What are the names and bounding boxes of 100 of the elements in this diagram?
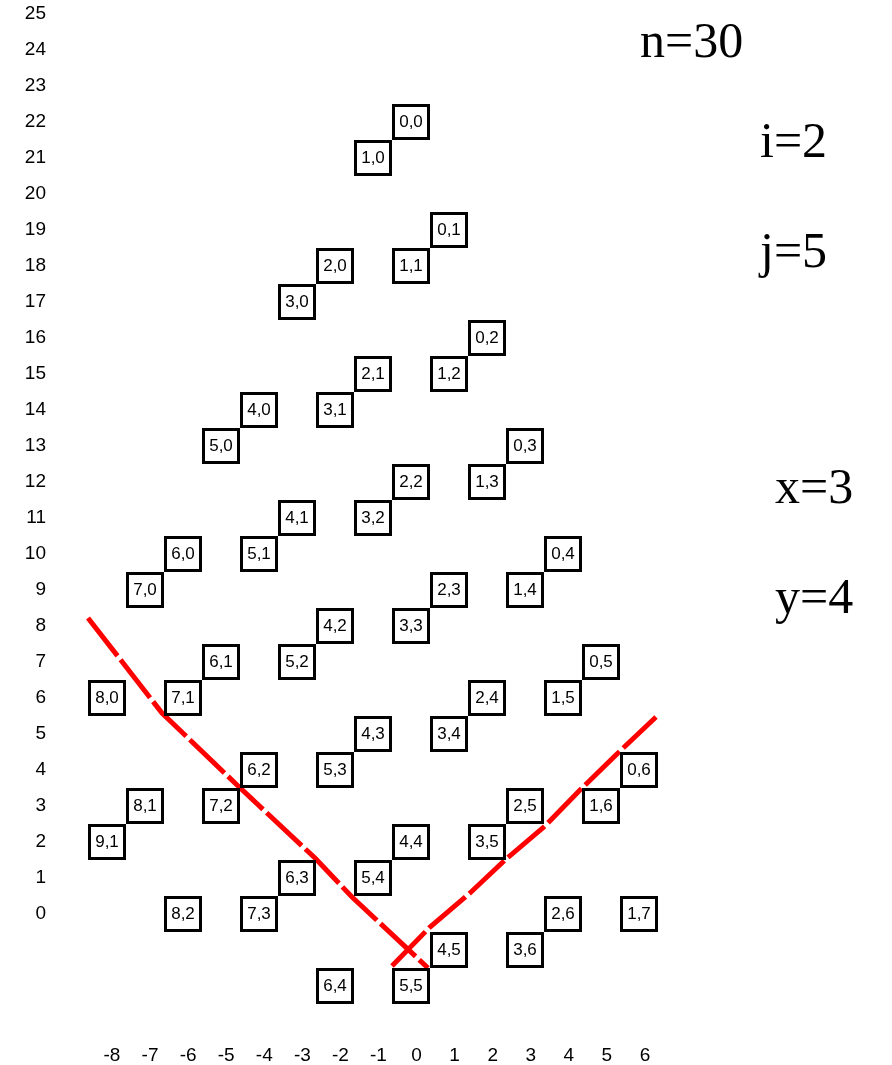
grid-cell-box <box>164 536 202 572</box>
grid-cell-box <box>164 896 202 932</box>
cell-label: 0,6 <box>626 760 652 780</box>
grid-cell-box <box>468 320 506 356</box>
parameter-label: j=5 <box>760 222 828 278</box>
axis-tick-label: 23 <box>24 74 46 96</box>
cell-label: 3,1 <box>322 400 348 420</box>
cell-label: 7,3 <box>246 904 272 924</box>
cell-label: 3,3 <box>398 616 424 636</box>
axis-tick-label: 4 <box>35 758 46 780</box>
cell-label: 5,2 <box>284 652 310 672</box>
axis-tick-label: -4 <box>255 1044 273 1065</box>
cell-label: 0,0 <box>398 112 424 132</box>
grid-cell-box <box>164 680 202 716</box>
cell-label: 5,3 <box>322 760 348 780</box>
cell-label: 8,0 <box>94 688 120 708</box>
grid-cell-box <box>430 572 468 608</box>
cell-label: 6,1 <box>208 652 234 672</box>
grid-cell-box <box>468 680 506 716</box>
cell-label: 1,6 <box>588 796 614 816</box>
axis-tick-label: 6 <box>35 686 46 708</box>
axis-tick-label: 20 <box>24 182 46 204</box>
cell-label: 2,2 <box>398 472 424 492</box>
grid-cell-box <box>316 752 354 788</box>
grid-cell-box <box>278 644 316 680</box>
grid-cell-box <box>354 500 392 536</box>
cell-label: 0,3 <box>512 436 538 456</box>
axis-tick-label: 1 <box>35 866 46 888</box>
parameter-label: y=4 <box>775 568 854 624</box>
axis-tick-label: 14 <box>24 398 46 420</box>
axis-tick-label: 13 <box>24 434 46 456</box>
cell-label: 1,0 <box>360 148 386 168</box>
cell-label: 1,3 <box>474 472 500 492</box>
axis-tick-label: 3 <box>525 1044 537 1065</box>
axis-tick-label: -2 <box>331 1044 349 1065</box>
axis-tick-label: -5 <box>217 1044 235 1065</box>
grid-cell-box <box>392 248 430 284</box>
cell-label: 9,1 <box>94 832 120 852</box>
axis-tick-label: 4 <box>563 1044 575 1065</box>
grid-cell-box <box>392 968 430 1004</box>
cell-label: 3,4 <box>436 724 462 744</box>
cell-label: 7,1 <box>170 688 196 708</box>
grid-cell-box <box>392 464 430 500</box>
cell-label: 3,6 <box>512 940 538 960</box>
grid-cell-box <box>506 788 544 824</box>
grid-cell-box <box>316 248 354 284</box>
grid-cell-box <box>278 860 316 896</box>
cell-label: 2,1 <box>360 364 386 384</box>
axis-tick-label: 15 <box>24 362 46 384</box>
grid-cell-box <box>468 464 506 500</box>
axis-tick-label: 7 <box>35 650 46 672</box>
grid-cell-box <box>240 392 278 428</box>
grid-cell-box <box>620 896 658 932</box>
axis-tick-label: 25 <box>24 2 46 24</box>
axis-tick-label: 8 <box>35 614 46 636</box>
grid-cell-box <box>354 860 392 896</box>
grid-cell-box <box>202 788 240 824</box>
grid-cell-box <box>430 932 468 968</box>
grid-cell-box <box>620 752 658 788</box>
axis-tick-label: 0 <box>411 1044 422 1065</box>
grid-cell-box <box>354 140 392 176</box>
axis-tick-label: -1 <box>370 1044 387 1065</box>
grid-cell-box <box>278 500 316 536</box>
axis-tick-label: 17 <box>24 290 46 312</box>
cell-label: 5,1 <box>246 544 272 564</box>
cell-label: 5,4 <box>360 868 386 888</box>
grid-cell-box <box>316 608 354 644</box>
axis-tick-label: 24 <box>24 38 46 60</box>
cell-label: 4,2 <box>322 616 348 636</box>
cell-label: 2,5 <box>512 796 538 816</box>
grid-cell-box <box>392 608 430 644</box>
grid-cell-box <box>126 788 164 824</box>
axis-tick-label: -7 <box>141 1044 159 1065</box>
grid-cell-box <box>88 680 126 716</box>
parameter-label: n=30 <box>640 12 744 68</box>
axis-tick-label: -6 <box>179 1044 197 1065</box>
parameter-label: x=3 <box>775 458 854 514</box>
cell-label: 0,1 <box>436 220 462 240</box>
axis-tick-label: 11 <box>26 506 46 528</box>
cell-label: 1,5 <box>550 688 576 708</box>
grid-cell-box <box>544 896 582 932</box>
cell-label: 5,5 <box>398 976 424 996</box>
cell-label: 3,2 <box>360 508 386 528</box>
cell-label: 6,3 <box>284 868 310 888</box>
axis-tick-label: 6 <box>639 1044 651 1065</box>
grid-cell-box <box>278 284 316 320</box>
axis-tick-label: 5 <box>35 722 46 744</box>
grid-cell-box <box>430 716 468 752</box>
grid-cell-box <box>202 644 240 680</box>
grid-cell-box <box>582 644 620 680</box>
axis-tick-label: 0 <box>35 902 46 924</box>
cell-label: 8,2 <box>170 904 196 924</box>
axis-tick-label: 3 <box>35 794 46 816</box>
grid-cell-box <box>506 932 544 968</box>
cell-label: 0,5 <box>588 652 614 672</box>
cell-label: 5,0 <box>208 436 234 456</box>
cell-label: 1,4 <box>512 580 538 600</box>
cell-label: 3,5 <box>474 832 500 852</box>
grid-cell-box <box>316 968 354 1004</box>
axis-tick-label: 19 <box>24 218 46 240</box>
